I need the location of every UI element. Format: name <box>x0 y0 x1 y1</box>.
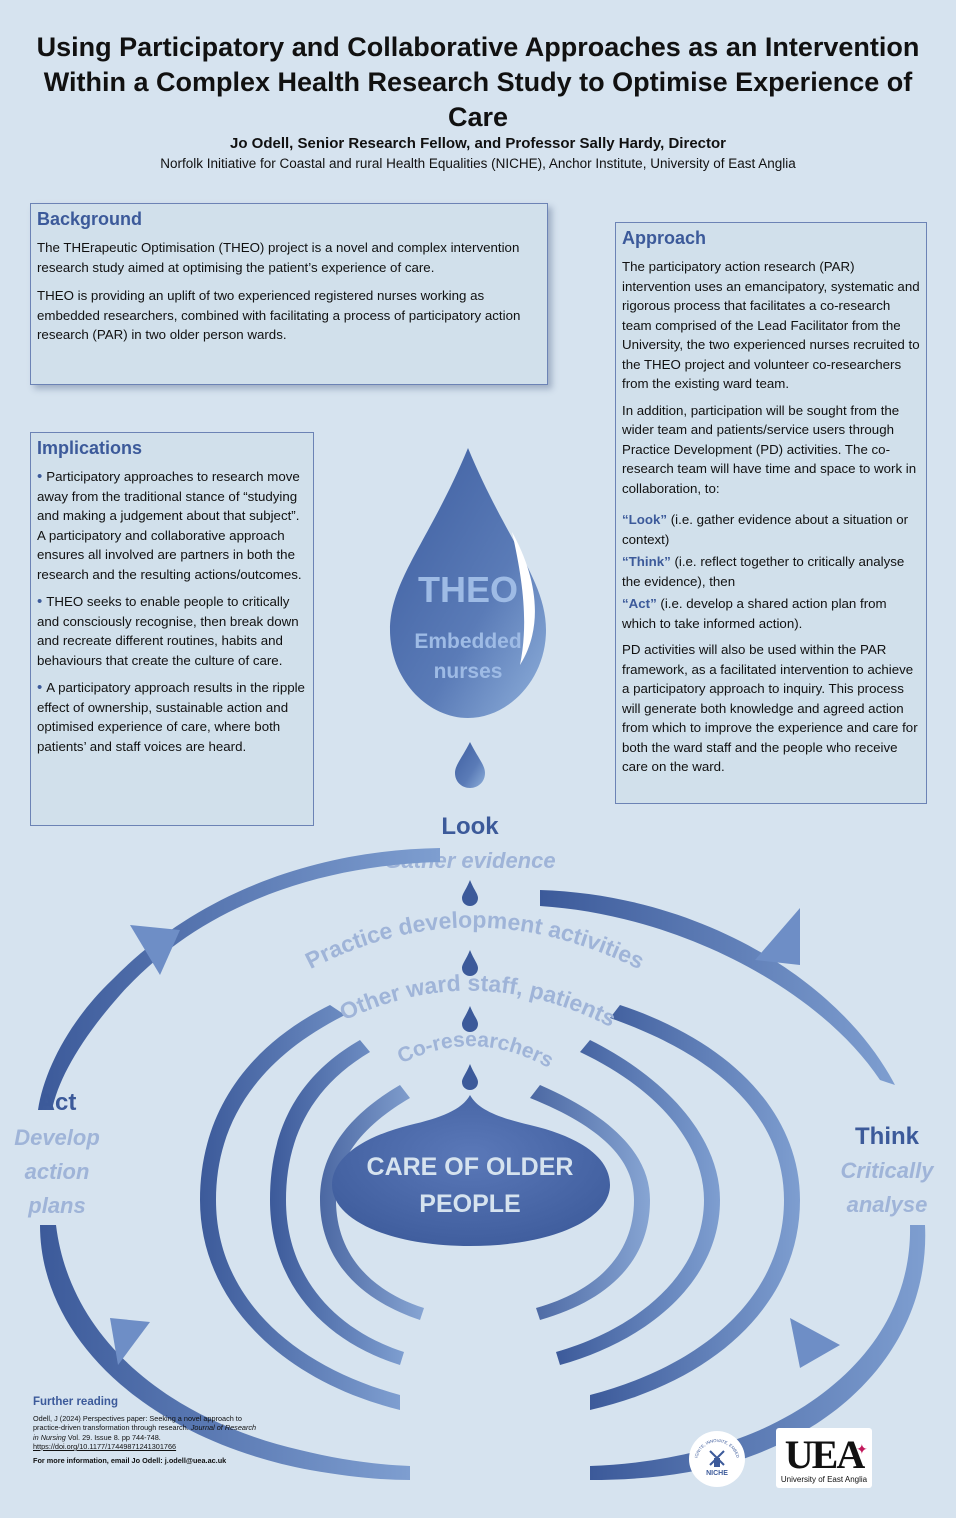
think-keyword: “Think” <box>622 554 671 569</box>
bullet-icon: • <box>37 679 43 696</box>
svg-text:University of East Anglia: University of East Anglia <box>781 1475 868 1484</box>
arrow-bottom-right <box>790 1318 840 1368</box>
think-label: Think <box>855 1123 920 1150</box>
theo-label: THEO <box>418 569 518 610</box>
further-reading-heading: Further reading <box>33 1396 118 1408</box>
approach-think: “Think” (i.e. reflect together to critic… <box>622 552 920 591</box>
outer-ring-top-right <box>540 890 895 1085</box>
theo-drop <box>390 448 546 718</box>
act-label: Act <box>38 1089 77 1116</box>
act-text: (i.e. develop a shared action plan from … <box>622 596 887 631</box>
tiny-drop-2 <box>462 950 478 976</box>
implications-list: •Participatory approaches to research mo… <box>37 467 307 756</box>
approach-heading: Approach <box>622 228 707 248</box>
background-box: Background The THErapeutic Optimisation … <box>30 203 548 385</box>
svg-text:UEA: UEA <box>785 1432 866 1477</box>
think-sublabel-1: Critically <box>841 1158 936 1183</box>
approach-look: “Look” (i.e. gather evidence about a sit… <box>622 510 920 549</box>
center-label-1: CARE OF OLDER <box>367 1153 574 1181</box>
approach-p3: PD activities will also be used within t… <box>622 642 918 774</box>
uea-logo: UEA ✦ University of East Anglia <box>776 1428 872 1488</box>
ring-label-co-researchers: Co-researchers <box>394 1028 557 1072</box>
further-reading: Further reading Odell, J (2024) Perspect… <box>33 1396 263 1465</box>
look-sublabel: Gather evidence <box>384 848 555 873</box>
arrow-top-left <box>130 925 180 975</box>
outer-ring-top-left <box>38 848 440 1110</box>
reference: Odell, J (2024) Perspectives paper: Seek… <box>33 1413 257 1452</box>
approach-p1: The participatory action research (PAR) … <box>622 259 920 391</box>
doi-link[interactable]: https://doi.org/10.1177/1744987124130176… <box>33 1442 177 1451</box>
look-label: Look <box>441 813 499 840</box>
innermost-ring-left <box>320 1085 424 1320</box>
act-sublabel-2: action <box>25 1159 90 1184</box>
outer-ring-bottom-right <box>590 1225 926 1480</box>
ring-label-ward-staff: Other ward staff, patients <box>336 970 621 1032</box>
middle-ring-right <box>590 1005 800 1410</box>
bullet-icon: • <box>37 468 43 485</box>
center-label-2: PEOPLE <box>419 1190 520 1218</box>
svg-text:NICHE: NICHE <box>706 1470 728 1477</box>
background-heading: Background <box>37 209 143 229</box>
list-item: •THEO seeks to enable people to critical… <box>37 593 299 668</box>
inner-ring-right <box>556 1040 720 1365</box>
approach-act: “Act” (i.e. develop a shared action plan… <box>622 594 920 633</box>
look-text: (i.e. gather evidence about a situation … <box>622 512 909 547</box>
niche-logo: IGNITE, INNOVATE, EMBED NICHE <box>689 1431 745 1487</box>
look-keyword: “Look” <box>622 512 668 527</box>
drop-highlight <box>512 532 535 665</box>
approach-p2: In addition, participation will be sough… <box>622 402 917 496</box>
background-p2: THEO is providing an uplift of two exper… <box>37 288 521 342</box>
implications-box: Implications •Participatory approaches t… <box>30 432 314 826</box>
affiliation: Norfolk Initiative for Coastal and rural… <box>160 156 796 171</box>
act-sublabel-1: Develop <box>14 1125 100 1150</box>
implications-heading: Implications <box>37 438 143 458</box>
middle-ring-left <box>200 1005 400 1410</box>
center-blob <box>332 1095 610 1246</box>
ring-label-pd: Practice development activities <box>301 906 649 974</box>
list-item: •Participatory approaches to research mo… <box>37 468 302 582</box>
background-p1: The THErapeutic Optimisation (THEO) proj… <box>37 240 520 275</box>
act-keyword: “Act” <box>622 596 657 611</box>
approach-box: Approach The participatory action resear… <box>615 222 927 804</box>
page-title: Using Participatory and Collaborative Ap… <box>36 32 920 132</box>
think-sublabel-2: analyse <box>847 1192 928 1217</box>
inner-ring-left <box>270 1040 404 1365</box>
sparkle-icon: ✦ <box>856 1442 868 1458</box>
tiny-drop-4 <box>462 1064 478 1090</box>
tiny-drop-1 <box>462 880 478 906</box>
innermost-ring-right <box>530 1085 650 1320</box>
small-drop <box>455 742 485 788</box>
embedded-label-2: nurses <box>434 660 503 683</box>
think-text: (i.e. reflect together to critically ana… <box>622 554 905 589</box>
tiny-drop-3 <box>462 1006 478 1032</box>
embedded-label-1: Embedded <box>414 630 521 653</box>
act-sublabel-3: plans <box>27 1193 85 1218</box>
arrow-top-right <box>755 908 800 965</box>
bullet-icon: • <box>37 593 43 610</box>
arrow-bottom-left <box>110 1318 150 1365</box>
list-item: •A participatory approach results in the… <box>37 679 305 754</box>
contact-email[interactable]: For more information, email Jo Odell: j.… <box>33 1455 227 1465</box>
authors: Jo Odell, Senior Research Fellow, and Pr… <box>230 135 726 152</box>
